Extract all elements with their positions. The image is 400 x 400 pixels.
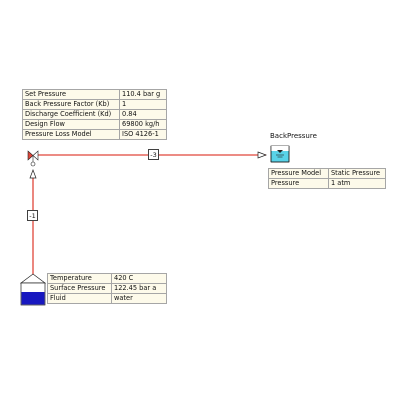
property-name: Pressure Loss Model <box>22 129 120 140</box>
property-name: Pressure Model <box>268 168 329 179</box>
table-row: Pressure Loss Model ISO 4126-1 <box>22 129 167 140</box>
property-name: Fluid <box>47 293 112 304</box>
property-name: Surface Pressure <box>47 283 112 294</box>
relief-valve-icon[interactable] <box>27 150 39 167</box>
back-pressure-properties-table: Pressure Model Static Pressure Pressure … <box>268 168 386 189</box>
pipe-3-label[interactable]: -3 <box>148 149 159 160</box>
table-row: Pressure 1 atm <box>268 178 386 189</box>
pipe-3-flow-arrow-icon <box>257 151 267 159</box>
table-row: Surface Pressure 122.45 bar a <box>47 283 167 294</box>
property-value: 122.45 bar a <box>111 283 167 294</box>
property-value: water <box>111 293 167 304</box>
property-name: Design Flow <box>22 119 120 130</box>
valve-properties-table: Set Pressure 110.4 bar g Back Pressure F… <box>22 89 167 140</box>
pipe-1-flow-arrow-icon <box>29 169 37 179</box>
pipe-1-label[interactable]: -1 <box>27 210 38 221</box>
table-row: Design Flow 69800 kg/h <box>22 119 167 130</box>
property-name: Pressure <box>268 178 329 189</box>
table-row: Set Pressure 110.4 bar g <box>22 89 167 100</box>
table-row: Discharge Coefficient (Kd) 0.84 <box>22 109 167 120</box>
property-value: 69800 kg/h <box>119 119 167 130</box>
tank-icon[interactable] <box>19 273 47 306</box>
property-value: 1 <box>119 99 167 110</box>
property-value: 1 atm <box>328 178 386 189</box>
property-name: Back Pressure Factor (Kb) <box>22 99 120 110</box>
property-value: 0.84 <box>119 109 167 120</box>
property-value: 110.4 bar g <box>119 89 167 100</box>
tank-properties-table: Temperature 420 C Surface Pressure 122.4… <box>47 273 167 304</box>
property-value: ISO 4126-1 <box>119 129 167 140</box>
property-name: Temperature <box>47 273 112 284</box>
back-pressure-icon[interactable] <box>270 145 290 163</box>
property-value: 420 C <box>111 273 167 284</box>
property-value: Static Pressure <box>328 168 386 179</box>
table-row: Pressure Model Static Pressure <box>268 168 386 179</box>
table-row: Fluid water <box>47 293 167 304</box>
property-name: Discharge Coefficient (Kd) <box>22 109 120 120</box>
table-row: Temperature 420 C <box>47 273 167 284</box>
back-pressure-label: BackPressure <box>270 132 317 140</box>
table-row: Back Pressure Factor (Kb) 1 <box>22 99 167 110</box>
property-name: Set Pressure <box>22 89 120 100</box>
